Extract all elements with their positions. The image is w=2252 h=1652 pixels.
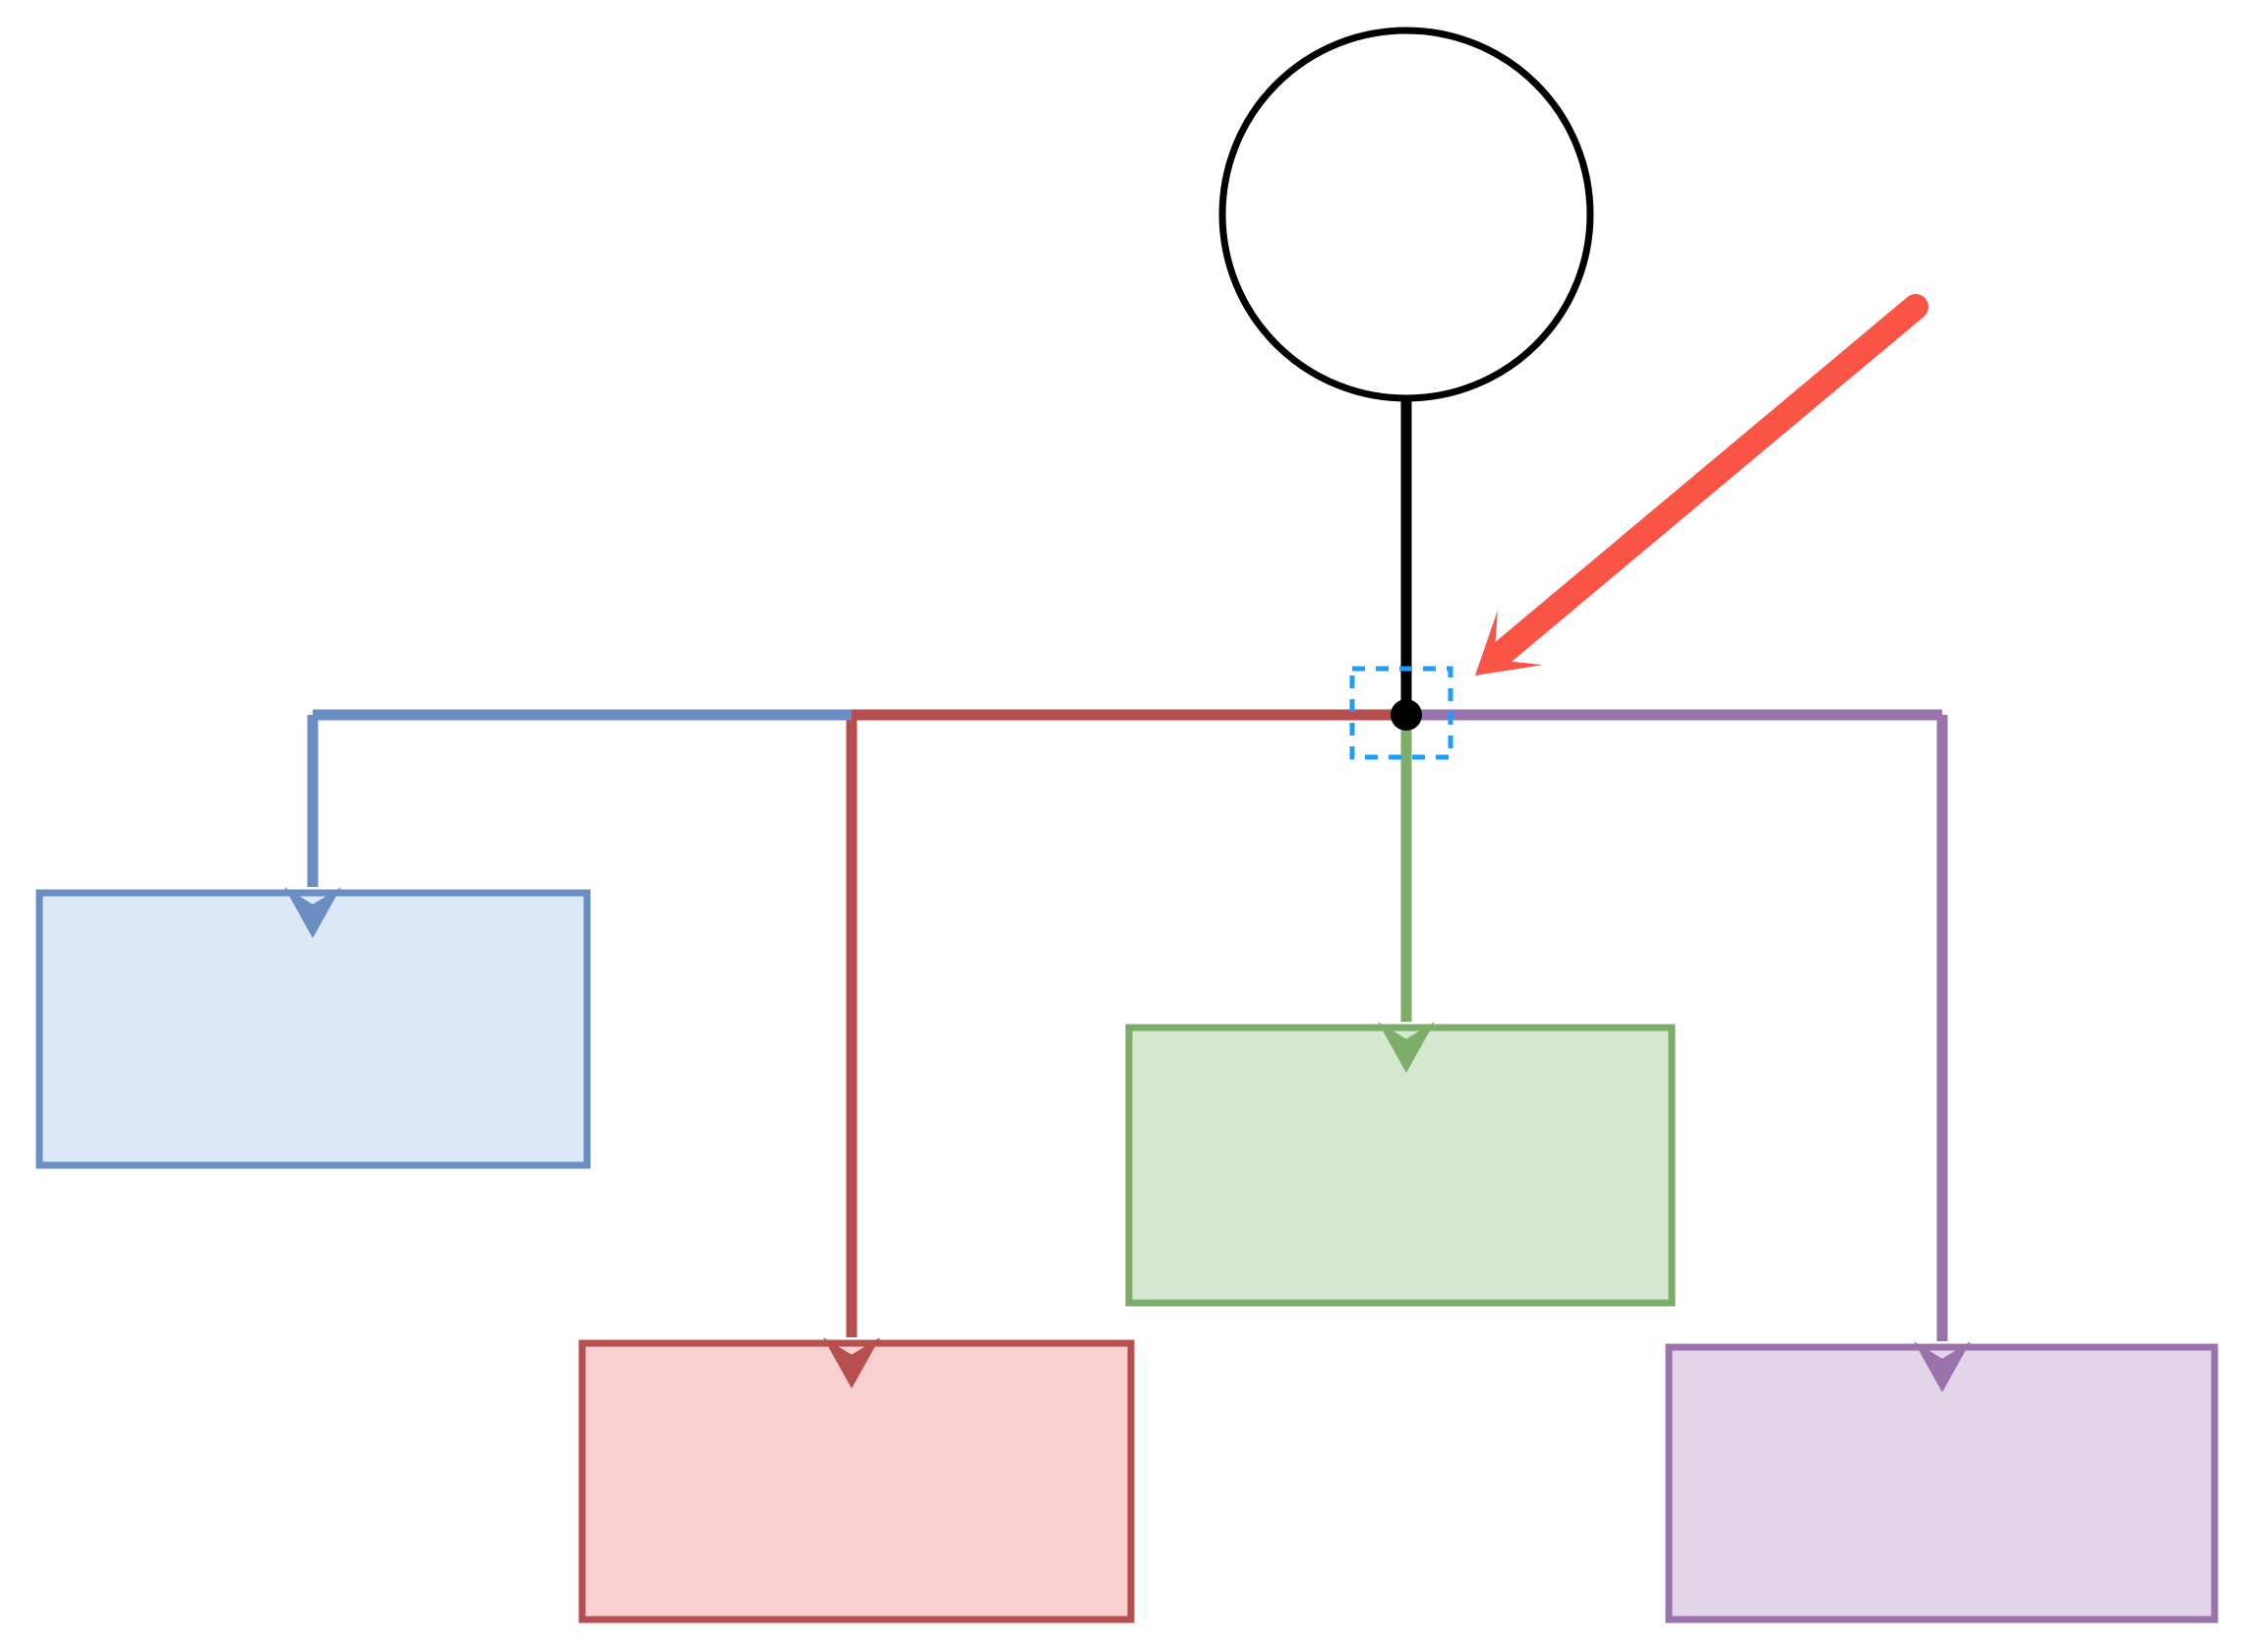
- red-branch-arrowhead: [823, 1337, 880, 1388]
- red-box[interactable]: [578, 1339, 1135, 1623]
- junction-node[interactable]: [1391, 699, 1422, 731]
- blue-branch-arrowhead: [284, 887, 341, 938]
- purple-branch-arrowhead: [1914, 1341, 1971, 1392]
- pointer-arrow-shaft: [1490, 294, 1928, 666]
- red-branch[interactable]: [823, 715, 880, 1388]
- blue-box[interactable]: [35, 889, 591, 1169]
- root-group: [1218, 27, 1594, 731]
- green-box[interactable]: [1125, 1024, 1676, 1307]
- purple-branch[interactable]: [1914, 715, 1971, 1392]
- purple-box[interactable]: [1665, 1343, 2219, 1623]
- blue-branch[interactable]: [284, 715, 341, 938]
- branch-connector-group: [284, 715, 1971, 1392]
- green-branch-arrowhead: [1378, 1022, 1435, 1073]
- leaf-box-group: [35, 889, 2219, 1623]
- pointer-arrow: [1475, 294, 1928, 676]
- selection-marquee[interactable]: [1349, 666, 1453, 760]
- green-branch[interactable]: [1378, 715, 1435, 1073]
- pointer-arrow-head: [1475, 610, 1544, 676]
- root-circle[interactable]: [1218, 27, 1594, 402]
